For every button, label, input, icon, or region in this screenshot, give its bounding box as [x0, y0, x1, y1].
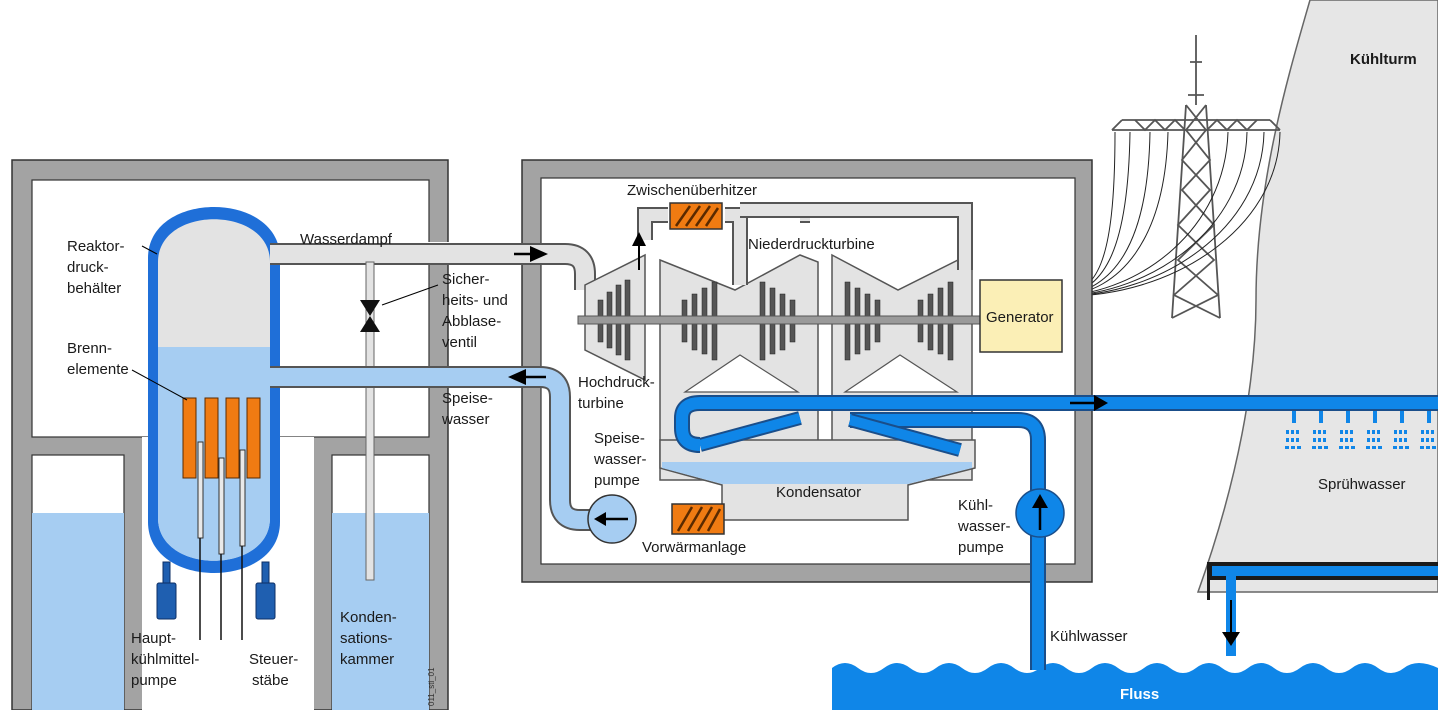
svg-text:stäbe: stäbe [252, 672, 289, 689]
svg-text:druck-: druck- [67, 259, 109, 276]
river [832, 663, 1438, 710]
svg-text:sations-: sations- [340, 630, 393, 647]
label-generator: Generator [986, 309, 1054, 326]
label-hochdruckturbine: Hochdruck- turbine [578, 374, 655, 412]
svg-text:pumpe: pumpe [594, 472, 640, 489]
fuel-elements [182, 397, 261, 479]
label-hauptpumpe: Haupt- kühlmittel- pumpe [131, 630, 199, 689]
feed-water-line [270, 366, 630, 531]
svg-text:Abblase-: Abblase- [442, 313, 501, 330]
svg-text:kühlmittel-: kühlmittel- [131, 651, 199, 668]
transmission-tower [1061, 35, 1281, 319]
svg-text:Speise-: Speise- [442, 390, 493, 407]
preheater [671, 503, 725, 535]
label-steuerstaebe: Steuer- stäbe [249, 651, 298, 689]
steam-line [270, 243, 596, 581]
reactor-pressure-vessel [148, 207, 280, 640]
svg-text:Konden-: Konden- [340, 609, 397, 626]
label-zwischenueberhitzer: Zwischenüberhitzer [627, 182, 757, 199]
label-kondensationskammer: Konden- sations- kammer [340, 609, 397, 668]
svg-text:turbine: turbine [578, 395, 624, 412]
svg-text:heits- und: heits- und [442, 292, 508, 309]
svg-text:behälter: behälter [67, 280, 121, 297]
label-kuehlwasser: Kühlwasser [1050, 628, 1128, 645]
cooling-water-circuit [674, 395, 1438, 670]
spray-nozzles [1285, 409, 1436, 449]
svg-text:Kühl-: Kühl- [958, 497, 993, 514]
svg-text:Steuer-: Steuer- [249, 651, 298, 668]
label-ventil: Sicher- heits- und Abblase- ventil [381, 271, 508, 351]
label-kuehlturm: Kühlturm [1350, 51, 1417, 68]
svg-text:Reaktor-: Reaktor- [67, 238, 125, 255]
feed-water-pump [587, 494, 637, 544]
svg-text:ventil: ventil [442, 334, 477, 351]
svg-text:wasser-: wasser- [593, 451, 647, 468]
label-vorwaermanlage: Vorwärmanlage [642, 539, 746, 556]
svg-text:Brenn-: Brenn- [67, 340, 112, 357]
label-speisewasser: Speise- wasser [441, 390, 493, 428]
label-kondensator: Kondensator [776, 484, 861, 501]
cooling-tower [1196, 0, 1438, 656]
cooling-water-pump [1015, 488, 1065, 538]
label-speisewasserpumpe: Speise- wasser- pumpe [593, 430, 647, 489]
label-niederdruckturbine: Niederdruckturbine [748, 236, 875, 253]
label-fluss: Fluss [1120, 686, 1159, 703]
generator [979, 279, 1063, 353]
figure-code: 011_sti_01 [427, 667, 436, 706]
reheater [669, 202, 723, 230]
main-coolant-pumps [156, 561, 276, 620]
svg-text:Sicher-: Sicher- [442, 271, 490, 288]
label-spruehwasser: Sprühwasser [1318, 476, 1406, 493]
svg-text:wasser: wasser [441, 411, 490, 428]
svg-text:kammer: kammer [340, 651, 394, 668]
label-kuehlwasserpumpe: Kühl- wasser- pumpe [957, 497, 1011, 556]
svg-text:elemente: elemente [67, 361, 129, 378]
label-wasserdampf: Wasserdampf [300, 231, 393, 248]
svg-text:pumpe: pumpe [958, 539, 1004, 556]
svg-text:pumpe: pumpe [131, 672, 177, 689]
label-reaktor: Reaktor- druck- behälter [67, 238, 158, 297]
label-brennelemente: Brenn- elemente [67, 340, 188, 401]
svg-text:Speise-: Speise- [594, 430, 645, 447]
svg-text:Hochdruck-: Hochdruck- [578, 374, 655, 391]
svg-text:Haupt-: Haupt- [131, 630, 176, 647]
svg-text:wasser-: wasser- [957, 518, 1011, 535]
